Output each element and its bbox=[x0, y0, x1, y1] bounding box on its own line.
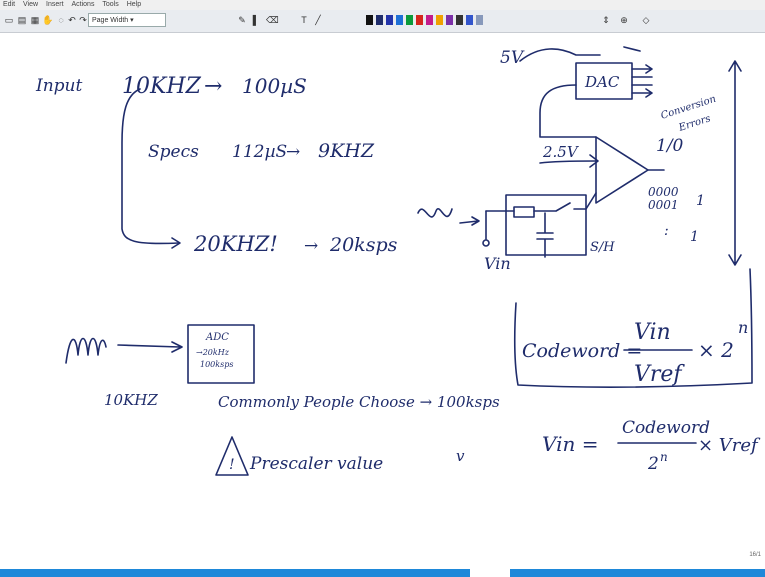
eraser-icon[interactable]: ⌫ bbox=[266, 14, 278, 26]
input-wave bbox=[66, 339, 106, 364]
status-bar-right bbox=[510, 569, 765, 577]
check-mark: v bbox=[456, 447, 465, 465]
sample-hold-capacitor bbox=[537, 213, 553, 257]
pen-color-swatch[interactable] bbox=[416, 15, 423, 25]
arrow-2: → bbox=[286, 142, 300, 162]
code-ellipsis: : bbox=[664, 223, 669, 239]
menu-edit[interactable]: Edit bbox=[3, 1, 15, 8]
input-freq: 10KHZ bbox=[122, 74, 202, 99]
sample-hold-box bbox=[506, 195, 586, 255]
five-volt-wire bbox=[520, 49, 600, 61]
pen-color-swatch[interactable] bbox=[476, 15, 483, 25]
code-0000: 0000 bbox=[648, 185, 679, 199]
toolbar: ▭ ▤ ▦ ✋ ◌ ↶ ↷ Page Width ▾ ✎ ▌ ⌫ T ╱ ⇕ ⊕… bbox=[0, 10, 765, 33]
menu-tools[interactable]: Tools bbox=[102, 1, 118, 8]
io-label: 1/0 bbox=[656, 136, 684, 156]
vin-den-exp: n bbox=[660, 450, 668, 464]
adc-rate-2: 100ksps bbox=[200, 360, 233, 369]
pan-icon[interactable]: ✋ bbox=[42, 14, 54, 26]
open-icon[interactable]: ▤ bbox=[16, 14, 28, 26]
wave-freq-label: 10KHZ bbox=[104, 391, 158, 409]
pen-color-swatch[interactable] bbox=[466, 15, 473, 25]
pen-icon[interactable]: ✎ bbox=[236, 14, 248, 26]
status-bar-gap bbox=[470, 569, 510, 577]
codeword-exp: n bbox=[738, 318, 748, 337]
sh-label: S/H bbox=[590, 240, 615, 255]
nyquist-freq: 20KHZ! bbox=[193, 232, 278, 256]
signal-arrow bbox=[460, 217, 479, 225]
menu-help[interactable]: Help bbox=[127, 1, 141, 8]
pen-color-swatch[interactable] bbox=[446, 15, 453, 25]
pen-color-swatch[interactable] bbox=[396, 15, 403, 25]
insert-space-icon[interactable]: ⇕ bbox=[600, 14, 612, 26]
adc-rate-1: →20kHz bbox=[196, 348, 230, 357]
signal-scribble bbox=[418, 209, 452, 217]
pen-color-swatch[interactable] bbox=[456, 15, 463, 25]
adc-label: ADC bbox=[205, 332, 229, 343]
conversion-arrow bbox=[729, 61, 741, 265]
sample-rate: 20ksps bbox=[329, 234, 398, 256]
prescaler-note: Prescaler value bbox=[249, 454, 383, 474]
codeword-den: Vref bbox=[634, 362, 685, 387]
dac-tick bbox=[624, 47, 640, 51]
text-icon[interactable]: T bbox=[298, 14, 310, 26]
save-icon[interactable]: ▦ bbox=[29, 14, 41, 26]
arrow-1: → bbox=[204, 74, 222, 99]
menu-view[interactable]: View bbox=[23, 1, 38, 8]
notes-canvas[interactable]: Input 10KHZ → 100µS Specs 112µS → 9KHZ 2… bbox=[0, 33, 765, 569]
menu-insert[interactable]: Insert bbox=[46, 1, 64, 8]
highlighter-icon[interactable]: ▌ bbox=[250, 14, 262, 26]
menu-actions[interactable]: Actions bbox=[71, 1, 94, 8]
code-0001: 0001 bbox=[648, 198, 679, 212]
ref-volt-label: 2.5V bbox=[542, 143, 580, 161]
codeword-lhs: Codeword = bbox=[522, 340, 642, 362]
vin-label: Vin bbox=[484, 254, 511, 273]
comparator-input-wire bbox=[540, 161, 596, 163]
comparator bbox=[596, 137, 648, 203]
vin-num: Codeword bbox=[622, 418, 710, 438]
five-volt-label: 5V bbox=[500, 48, 525, 68]
vin-lhs: Vin = bbox=[542, 432, 598, 456]
zoom-icon[interactable]: ⊕ bbox=[618, 14, 630, 26]
line-icon[interactable]: ╱ bbox=[312, 14, 324, 26]
shape-icon[interactable]: ◇ bbox=[640, 14, 652, 26]
code-one-b: 1 bbox=[690, 229, 699, 245]
pen-color-swatch[interactable] bbox=[376, 15, 383, 25]
pen-color-swatch[interactable] bbox=[386, 15, 393, 25]
dac-feedback-wire bbox=[540, 85, 596, 137]
vin-den: 2 bbox=[647, 454, 659, 474]
bracket-line bbox=[122, 89, 178, 243]
errors-label: Errors bbox=[677, 113, 713, 134]
specs-label: Specs bbox=[148, 142, 199, 162]
vin-times: × Vref bbox=[698, 435, 761, 456]
specs-freq: 9KHZ bbox=[318, 140, 375, 162]
codeword-times: × 2 bbox=[698, 338, 734, 362]
codeword-num: Vin bbox=[634, 320, 671, 345]
wave-to-adc-arrow bbox=[118, 342, 182, 352]
new-page-icon[interactable]: ▭ bbox=[3, 14, 15, 26]
vin-terminal bbox=[483, 240, 489, 246]
input-period: 100µS bbox=[242, 74, 307, 98]
page-number: 16/1 bbox=[749, 552, 761, 558]
arrow-3: → bbox=[304, 236, 318, 256]
pen-color-swatch[interactable] bbox=[436, 15, 443, 25]
dac-label: DAC bbox=[584, 73, 620, 91]
menu-bar: Edit View Insert Actions Tools Help bbox=[0, 0, 765, 10]
sample-hold-resistor bbox=[514, 207, 534, 217]
pen-color-swatch[interactable] bbox=[366, 15, 373, 25]
code-one-a: 1 bbox=[696, 193, 705, 209]
common-choice-note: Commonly People Choose → 100ksps bbox=[218, 393, 500, 411]
warning-mark: ! bbox=[229, 457, 235, 473]
input-label: Input bbox=[35, 76, 82, 96]
specs-time: 112µS bbox=[232, 142, 287, 162]
dac-outputs bbox=[632, 65, 652, 97]
pen-color-swatch[interactable] bbox=[406, 15, 413, 25]
pen-color-swatch[interactable] bbox=[426, 15, 433, 25]
page-width-select[interactable]: Page Width ▾ bbox=[88, 13, 166, 27]
